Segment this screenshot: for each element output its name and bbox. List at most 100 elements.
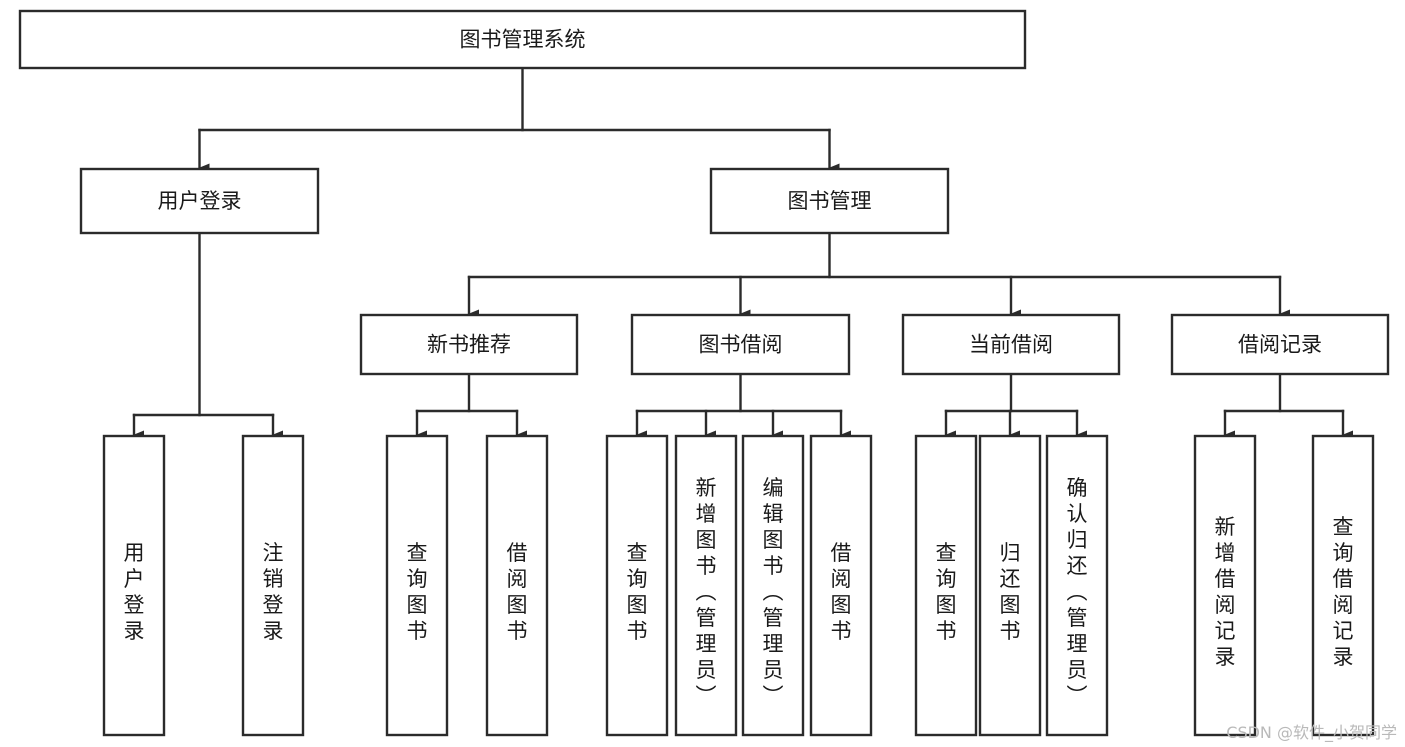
node-box xyxy=(978,434,1042,737)
node-label-char: 阅 xyxy=(1215,593,1236,617)
node-label-char: 注 xyxy=(263,541,284,565)
node-label-char: 增 xyxy=(1215,541,1236,565)
node-label: 图书管理系统 xyxy=(460,28,586,52)
node-label-char: 图 xyxy=(627,593,648,617)
node-label-char: 录 xyxy=(1333,645,1354,669)
node-box xyxy=(605,434,669,737)
node-label-char: 录 xyxy=(1215,645,1236,669)
node-label-char: 图 xyxy=(407,593,428,617)
node-label-char: 询 xyxy=(936,567,957,591)
node-box xyxy=(385,434,449,737)
node-l3-book-borrow[interactable]: 图书借阅 xyxy=(630,313,851,376)
node-label-char: 书 xyxy=(1000,619,1021,643)
node-label-char: 书 xyxy=(936,619,957,643)
node-label-char: 书 xyxy=(696,554,717,578)
node-label-char: 记 xyxy=(1215,619,1236,643)
node-label-char: 员 xyxy=(763,658,784,682)
node-label-char: 查 xyxy=(936,541,957,565)
node-label-char: 登 xyxy=(124,593,145,617)
node-label-char: 理 xyxy=(696,632,717,656)
node-box xyxy=(741,434,805,737)
node-label: 图书管理 xyxy=(788,189,872,213)
node-label-char: 新 xyxy=(1215,515,1236,539)
node-root[interactable]: 图书管理系统 xyxy=(18,9,1027,70)
node-label-char: 询 xyxy=(1333,541,1354,565)
node-label-char: 员 xyxy=(1067,658,1088,682)
node-l3-current-borrow[interactable]: 当前借阅 xyxy=(901,313,1121,376)
node-l2-user-login[interactable]: 用户登录 xyxy=(79,167,320,235)
node-box xyxy=(1045,434,1109,737)
node-label-char: 借 xyxy=(1333,567,1354,591)
node-leaf-user-login[interactable]: 用户登录 xyxy=(102,434,166,737)
node-label-char: 还 xyxy=(1067,554,1088,578)
node-label-char: 管 xyxy=(763,606,784,630)
node-box xyxy=(241,434,305,737)
node-box xyxy=(485,434,549,737)
node-label-char: ︶ xyxy=(1067,684,1088,708)
node-label-char: 归 xyxy=(1067,528,1088,552)
node-label-char: 查 xyxy=(627,541,648,565)
node-box xyxy=(901,313,1121,376)
node-label-char: 确 xyxy=(1067,476,1088,500)
node-box xyxy=(1193,434,1257,737)
node-label-char: 管 xyxy=(696,606,717,630)
node-label-char: 认 xyxy=(1067,502,1088,526)
node-box xyxy=(359,313,579,376)
node-label-char: 书 xyxy=(763,554,784,578)
node-l3-new-book-rec[interactable]: 新书推荐 xyxy=(359,313,579,376)
node-label-char: ︶ xyxy=(696,684,717,708)
node-box xyxy=(79,167,320,235)
node-label: 图书借阅 xyxy=(699,333,783,357)
node-box xyxy=(18,9,1027,70)
node-label-char: 阅 xyxy=(507,567,528,591)
node-label-char: ︵ xyxy=(763,580,784,604)
node-label-char: 查 xyxy=(407,541,428,565)
node-label: 新书推荐 xyxy=(427,333,511,357)
node-label-char: 辑 xyxy=(763,502,784,526)
node-l2-book-mgmt[interactable]: 图书管理 xyxy=(709,167,950,235)
node-label-char: 书 xyxy=(407,619,428,643)
node-box xyxy=(709,167,950,235)
node-label-char: ︵ xyxy=(696,580,717,604)
node-layer: 图书管理系统用户登录图书管理新书推荐图书借阅当前借阅借阅记录用户登录注销登录查询… xyxy=(18,9,1390,737)
node-label: 借阅记录 xyxy=(1238,333,1322,357)
node-label-char: 户 xyxy=(124,567,145,591)
node-label-char: 借 xyxy=(507,541,528,565)
node-label-char: 图 xyxy=(831,593,852,617)
node-label-char: 新 xyxy=(696,476,717,500)
node-label-char: 登 xyxy=(263,593,284,617)
node-label: 用户登录 xyxy=(158,189,242,213)
node-label-char: 借 xyxy=(1215,567,1236,591)
node-label-char: 记 xyxy=(1333,619,1354,643)
node-label-char: 理 xyxy=(1067,632,1088,656)
node-label-char: 阅 xyxy=(831,567,852,591)
node-label-char: 用 xyxy=(124,541,145,565)
node-box xyxy=(102,434,166,737)
node-box xyxy=(1170,313,1390,376)
node-label-char: 阅 xyxy=(1333,593,1354,617)
node-label-char: 书 xyxy=(507,619,528,643)
node-label: 当前借阅 xyxy=(969,333,1053,357)
node-label-char: 还 xyxy=(1000,567,1021,591)
node-label-char: 查 xyxy=(1333,515,1354,539)
node-box xyxy=(1311,434,1375,737)
node-l3-borrow-record[interactable]: 借阅记录 xyxy=(1170,313,1390,376)
node-label-char: 管 xyxy=(1067,606,1088,630)
node-label-char: 图 xyxy=(763,528,784,552)
node-label-char: 借 xyxy=(831,541,852,565)
node-label-char: 录 xyxy=(124,619,145,643)
